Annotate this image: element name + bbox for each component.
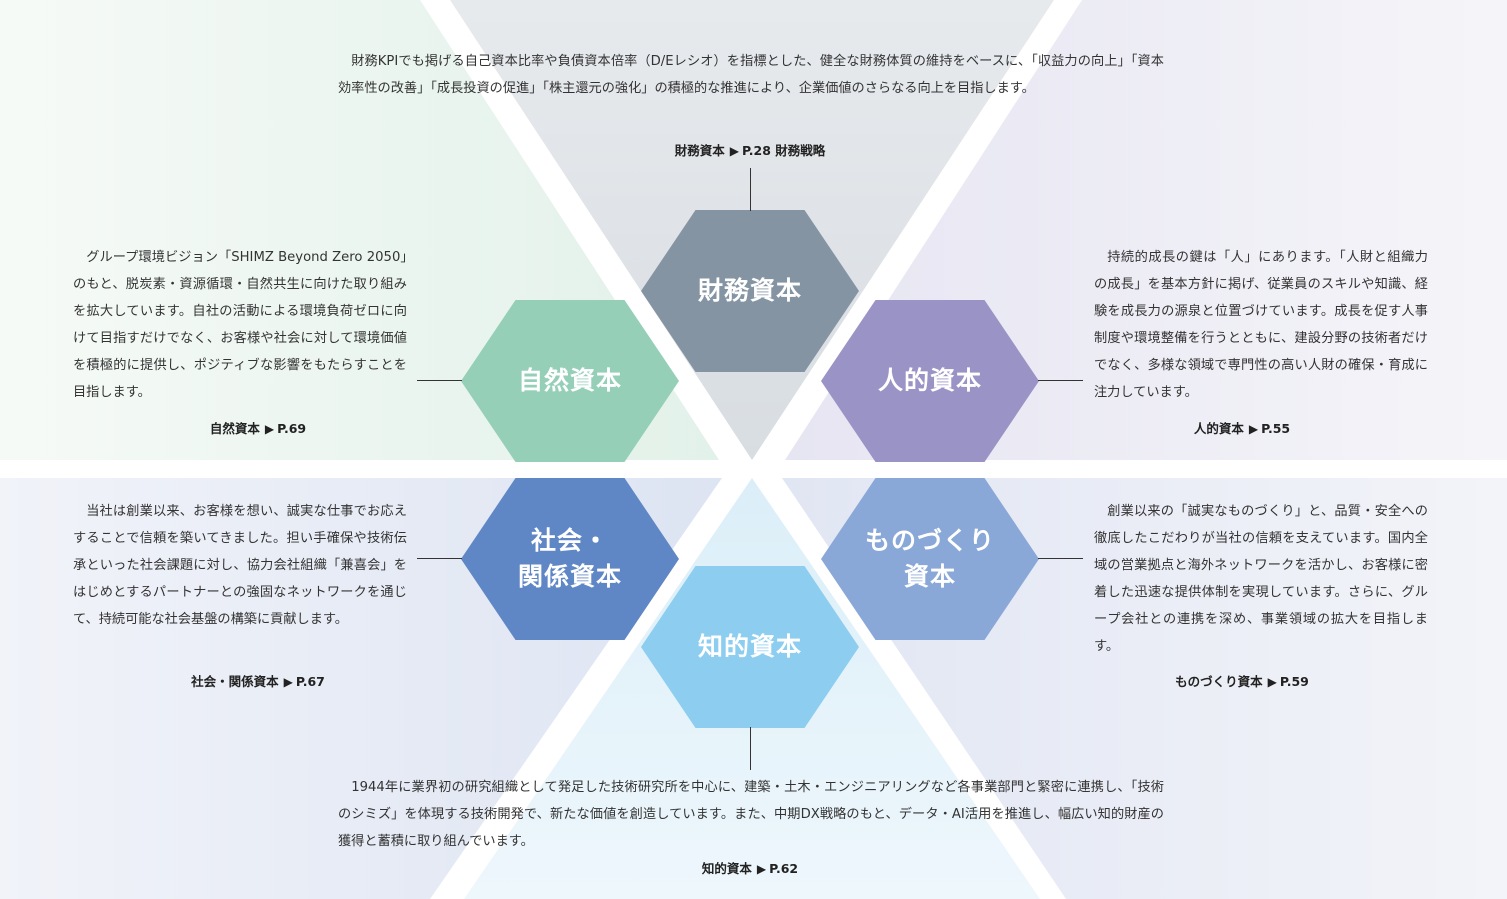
ref-intellectual-label: 知的資本 [701,861,752,876]
ref-intellectual-page: P.62 [769,861,799,876]
ref-manufactured[interactable]: ものづくり資本 ▶P.59 [1092,671,1392,690]
arrow-right-icon: ▶ [283,675,293,689]
ref-human-label: 人的資本 [1193,421,1244,436]
ref-natural-page: P.69 [277,421,307,436]
arrow-right-icon: ▶ [264,422,275,436]
description-manufactured: 創業以来の「誠実なものづくり」と、品質・安全への徹底したこだわりが当社の信頼を支… [1094,504,1428,654]
ref-social[interactable]: 社会・関係資本 ▶P.67 [108,671,408,690]
arrow-right-icon: ▶ [1267,675,1277,689]
description-human: 持続的成長の鍵は「人」にあります。「人財と組織力の成長」を基本方針に掲げ、従業員… [1094,250,1428,400]
ref-financial[interactable]: 財務資本 ▶P.28 財務戦略 [600,140,900,159]
ref-social-page: P.67 [295,674,325,689]
ref-natural-label: 自然資本 [209,421,260,436]
connector-manufactured [1038,558,1083,559]
ref-social-label: 社会・関係資本 [191,674,279,689]
ref-financial-page: P.28 財務戦略 [741,143,826,158]
connector-human [1038,380,1083,381]
ref-natural[interactable]: 自然資本 ▶P.69 [108,418,408,437]
arrow-right-icon: ▶ [729,144,739,158]
description-natural: グループ環境ビジョン「SHIMZ Beyond Zero 2050」のもと、脱炭… [73,250,407,400]
connector-financial [750,168,751,211]
description-social: 当社は創業以来、お客様を想い、誠実な仕事でお応えすることで信頼を築いてきました。… [73,504,407,627]
connector-natural [417,380,462,381]
ref-human[interactable]: 人的資本 ▶P.55 [1092,418,1392,437]
arrow-right-icon: ▶ [756,862,767,876]
description-financial: 財務KPIでも掲げる自己資本比率や負債資本倍率（D/Eレシオ）を指標とした、健全… [338,54,1164,96]
connector-social [417,558,462,559]
arrow-right-icon: ▶ [1248,422,1259,436]
ref-human-page: P.55 [1261,421,1291,436]
connector-intellectual [750,727,751,770]
description-intellectual: 1944年に業界初の研究組織として発足した技術研究所を中心に、建築・土木・エンジ… [338,780,1164,849]
ref-financial-label: 財務資本 [674,143,725,158]
ref-manufactured-page: P.59 [1279,674,1309,689]
ref-intellectual[interactable]: 知的資本 ▶P.62 [600,858,900,877]
ref-manufactured-label: ものづくり資本 [1175,674,1263,689]
